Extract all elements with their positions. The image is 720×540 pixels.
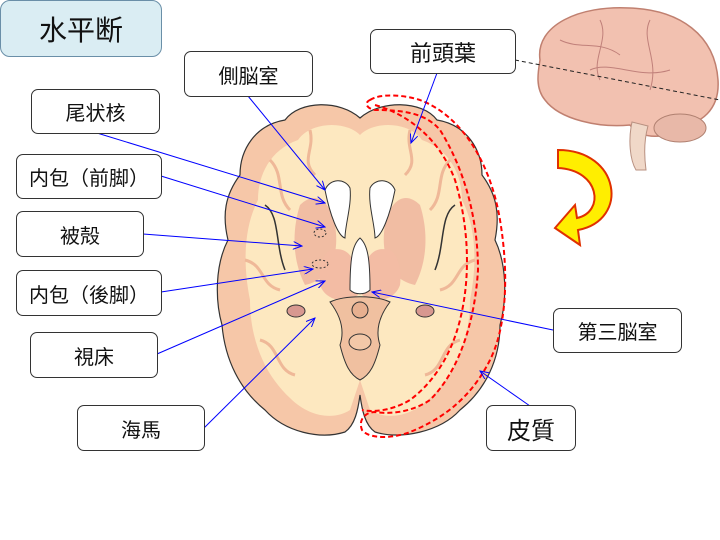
label-internal-capsule-anterior: 内包（前脚） — [16, 154, 162, 199]
label-caudate: 尾状核 — [31, 89, 160, 134]
arrow-caudate — [96, 132, 325, 203]
label-frontal-lobe: 前頭葉 — [370, 29, 516, 74]
arrow-frontal-lobe — [411, 72, 438, 143]
label-cortex: 皮質 — [486, 405, 576, 451]
arrow-third-ventricle — [372, 292, 554, 331]
label-lateral-ventricle: 側脳室 — [184, 51, 313, 97]
page-title: 水平断 — [0, 0, 162, 57]
lateral-brain-thumbnail — [514, 6, 720, 171]
arrow-internal-capsule-posterior — [160, 269, 313, 293]
arrow-thalamus — [156, 281, 325, 355]
arrow-putamen — [142, 233, 302, 246]
label-internal-capsule-posterior: 内包（後脚） — [16, 270, 162, 316]
label-third-ventricle: 第三脳室 — [553, 308, 682, 353]
rotate-arrow-icon — [553, 148, 613, 248]
frontal-lobe-outline — [359, 94, 507, 438]
label-hippocampus: 海馬 — [77, 405, 205, 451]
arrow-cortex — [480, 371, 531, 407]
arrow-hippocampus — [203, 318, 315, 429]
label-thalamus: 視床 — [30, 332, 158, 378]
label-putamen: 被殻 — [16, 211, 144, 257]
brain-section — [216, 104, 506, 436]
arrow-lateral-ventricle — [247, 95, 325, 190]
arrow-internal-capsule-anterior — [160, 175, 325, 227]
